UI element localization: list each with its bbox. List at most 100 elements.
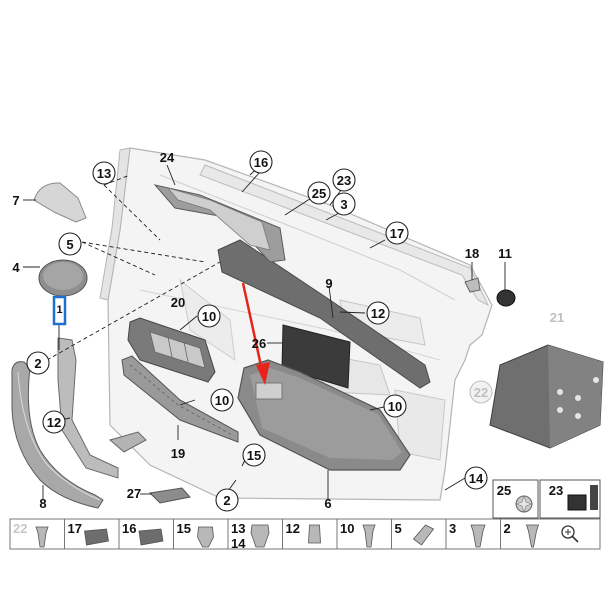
strip-cell-10[interactable]: 10 <box>336 519 376 549</box>
callout-14-circle[interactable] <box>464 466 488 490</box>
callout-23-circle[interactable] <box>332 168 356 192</box>
strip-cell-13[interactable]: 13 <box>227 519 270 549</box>
callout-22-circle[interactable] <box>469 380 493 404</box>
callout-13: 13 <box>97 166 111 181</box>
grab-handle-part <box>11 361 104 509</box>
callout-16: 16 <box>254 155 268 170</box>
callout-3-circle[interactable] <box>332 192 356 216</box>
callout-9: 9 <box>325 276 332 291</box>
fastener-image <box>470 524 486 548</box>
callout-13-circle[interactable] <box>92 161 116 185</box>
fastener-image <box>84 528 109 546</box>
callout-16-circle[interactable] <box>249 150 273 174</box>
fastener-image <box>35 526 49 548</box>
strip-label: 13 <box>231 521 245 536</box>
callout-22: 22 <box>474 385 488 400</box>
callout-12a: 12 <box>371 306 385 321</box>
hardware-box-23[interactable]: 23 <box>539 479 601 519</box>
callout-17-circle[interactable] <box>385 221 409 245</box>
strip-label: 16 <box>122 521 136 536</box>
callout-1-label: 1 <box>56 304 62 316</box>
hardware-box-23-label: 23 <box>549 483 563 498</box>
strip-cell-3[interactable]: 3 <box>445 519 486 549</box>
callout-8: 8 <box>39 496 46 511</box>
callout-14: 14 <box>469 471 484 486</box>
highlight-box[interactable] <box>52 295 67 326</box>
zoom-icon[interactable] <box>561 525 579 543</box>
fastener-image <box>197 526 214 548</box>
callout-25: 25 <box>312 186 326 201</box>
callout-4: 4 <box>12 260 20 275</box>
hardware-box-25[interactable]: 25 <box>492 479 539 519</box>
strip-sub-label: 14 <box>231 536 246 551</box>
callout-15-circle[interactable] <box>242 443 266 467</box>
callout-12b-circle[interactable] <box>42 410 66 434</box>
callout-10c: 10 <box>388 399 402 414</box>
callout-27: 27 <box>127 486 141 501</box>
handle-bracket-part <box>57 337 147 479</box>
callout-5-circle[interactable] <box>58 232 82 256</box>
insulation-block-part <box>489 344 604 449</box>
callout-5: 5 <box>66 237 73 252</box>
strip-label: 17 <box>68 521 82 536</box>
strip-cell-2[interactable]: 2 <box>500 519 540 549</box>
callout-18: 18 <box>465 246 479 261</box>
callout-12b: 12 <box>47 415 61 430</box>
callout-10b-circle[interactable] <box>210 388 234 412</box>
fastener-image <box>308 524 321 544</box>
clip-part-18 <box>464 277 481 293</box>
fastener-image <box>525 524 540 548</box>
trim-strip-part <box>121 355 239 443</box>
red-arrow-indicator <box>241 282 270 385</box>
callout-2b-circle[interactable] <box>215 488 239 512</box>
fastener-image <box>250 524 270 548</box>
callout-17: 17 <box>390 226 404 241</box>
callout-10a-circle[interactable] <box>197 304 221 328</box>
strip-label: 10 <box>340 521 354 536</box>
strip-cell-15[interactable]: 15 <box>173 519 214 549</box>
strip-cell-17[interactable]: 17 <box>64 519 109 549</box>
callout-10a: 10 <box>202 309 216 324</box>
callout-7: 7 <box>12 193 19 208</box>
callout-15: 15 <box>247 448 261 463</box>
callout-19: 19 <box>171 446 185 461</box>
fastener-image <box>362 524 376 548</box>
armrest-part <box>237 359 411 471</box>
callout-10b: 10 <box>215 393 229 408</box>
callout-2a-circle[interactable] <box>26 351 50 375</box>
callout-3: 3 <box>340 197 347 212</box>
callout-11: 11 <box>498 246 512 261</box>
strip-cell-12[interactable]: 12 <box>282 519 321 549</box>
fastener-image <box>138 528 164 546</box>
switch-bezel-part <box>127 317 216 383</box>
strip-cell-5[interactable]: 5 <box>391 519 435 549</box>
strip-label: 22 <box>13 521 27 536</box>
callout-23: 23 <box>337 173 351 188</box>
strip-label: 2 <box>504 521 511 536</box>
speaker-cover-part <box>38 259 88 297</box>
callout-2b: 2 <box>223 493 230 508</box>
strip-label: 15 <box>177 521 191 536</box>
callout-2a: 2 <box>34 356 41 371</box>
strip-cell-16[interactable]: 16 <box>118 519 164 549</box>
callout-12a-circle[interactable] <box>366 301 390 325</box>
callout-24: 24 <box>160 150 175 165</box>
connector-part-27 <box>148 487 191 504</box>
plug-part-11 <box>496 289 516 307</box>
callout-6: 6 <box>324 496 331 511</box>
strip-label: 12 <box>286 521 300 536</box>
trim-cap-part <box>33 182 87 223</box>
strip-label: 5 <box>395 521 402 536</box>
callout-10c-circle[interactable] <box>383 394 407 418</box>
hardware-box-25-label: 25 <box>497 483 511 498</box>
callout-20: 20 <box>171 295 185 310</box>
callout-26: 26 <box>252 336 266 351</box>
callout-21: 21 <box>550 310 564 325</box>
strip-cell-22[interactable]: 22 <box>9 519 49 549</box>
strip-label: 3 <box>449 521 456 536</box>
callout-25-circle[interactable] <box>307 181 331 205</box>
hardware-strip <box>9 518 601 550</box>
fastener-image <box>412 524 435 546</box>
